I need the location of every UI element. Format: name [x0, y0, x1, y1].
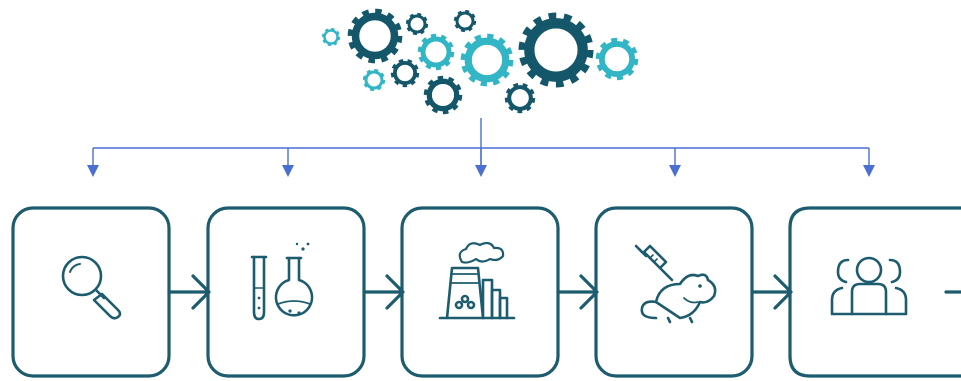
flow-arrow-4 [750, 274, 793, 310]
gear-icon [362, 68, 386, 92]
drop-arrow-2 [282, 148, 294, 177]
factory-icon [438, 241, 516, 320]
drop-arrow-3 [475, 148, 487, 177]
stage-box-clinical-trials [788, 206, 961, 378]
test-tubes-flask-icon [250, 242, 314, 321]
gear-icon [423, 75, 463, 115]
flow-arrow-3 [556, 274, 599, 310]
gear-icon [453, 9, 477, 33]
gear-icon [347, 8, 403, 64]
gear-icon [460, 33, 514, 87]
gear-icon [321, 27, 341, 47]
flow-arrow-1 [167, 274, 211, 310]
distribution-connectors [87, 118, 875, 177]
gears-cluster-icon [321, 8, 639, 115]
drop-arrow-5 [863, 148, 875, 177]
stage-box-animal-testing [594, 206, 754, 378]
gear-icon [518, 12, 594, 88]
people-group-icon [830, 256, 908, 316]
gear-icon [405, 12, 429, 36]
gear-icon [390, 58, 420, 88]
stage-box-laboratory [206, 206, 366, 378]
gear-icon [595, 37, 639, 81]
syringe-mouse-icon [634, 244, 717, 324]
gear-icon [417, 33, 455, 71]
flow-arrow-2 [362, 274, 405, 310]
drop-arrow-4 [669, 148, 681, 177]
drop-arrow-1 [87, 148, 99, 177]
magnifying-glass-icon [61, 255, 122, 320]
gear-icon [504, 82, 536, 114]
